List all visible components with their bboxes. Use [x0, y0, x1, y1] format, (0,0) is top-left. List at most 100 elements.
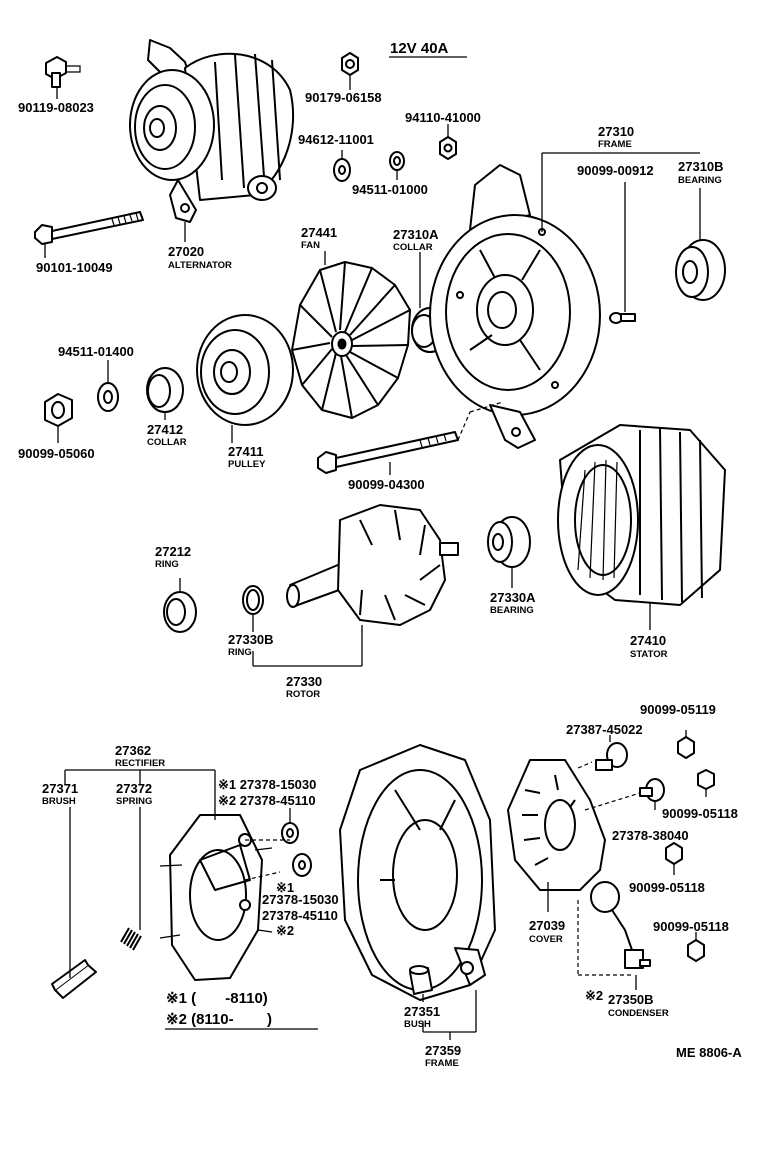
pulley-drawing — [196, 314, 294, 426]
bearing-27330a-drawing — [487, 516, 531, 568]
bush-27351-drawing — [409, 965, 433, 995]
insulator-27378-15030-drawing — [281, 822, 299, 844]
label-27212: 27212 — [155, 544, 191, 559]
cover-drawing — [507, 759, 606, 891]
label-94612-11001: 94612-11001 — [298, 132, 374, 147]
label-90099-00912: 90099-00912 — [577, 163, 654, 178]
label-27330a: 27330A — [490, 590, 536, 605]
label-27039: 27039 — [529, 918, 565, 933]
screw-90099-00912-drawing — [609, 312, 636, 324]
ring-27330b-drawing — [242, 585, 264, 615]
label-27411: 27411 — [228, 444, 263, 459]
legend-note-1: ※1 ( -8110) — [166, 990, 268, 1007]
bearing-27310b-drawing — [675, 239, 726, 301]
nut-90099-05118-a-drawing — [697, 769, 715, 790]
name-27330: ROTOR — [286, 689, 320, 700]
leader-lines — [44, 75, 707, 1040]
label-27310b: 27310B — [678, 159, 724, 174]
label-27441: 27441 — [301, 225, 337, 240]
label-27372: 27372 — [116, 781, 152, 796]
label-27371: 27371 — [42, 781, 78, 796]
name-27330b: RING — [228, 647, 252, 658]
rectifier-drawing — [159, 814, 273, 981]
label-90101-10049: 90101-10049 — [36, 260, 113, 275]
terminal-27387-45022-drawing — [595, 742, 628, 771]
rotor-drawing — [286, 504, 459, 626]
name-27359: FRAME — [425, 1058, 459, 1069]
label-27351: 27351 — [404, 1004, 440, 1019]
nut-90099-05118-b-drawing — [665, 842, 683, 865]
label-27330b: 27330B — [228, 632, 274, 647]
legend-note-2: ※2 (8110- ) — [166, 1011, 272, 1028]
label-27412: 27412 — [147, 422, 183, 437]
ring-27212-drawing — [163, 591, 197, 633]
label-27387-45022: 27387-45022 — [566, 722, 643, 737]
bolt-90119-08023-drawing — [45, 56, 81, 88]
insulator-27378-38040-drawing — [639, 778, 665, 802]
spring-drawing — [120, 927, 142, 951]
name-27039: COVER — [529, 934, 563, 945]
name-27350b: CONDENSER — [608, 1008, 669, 1019]
name-27410: STATOR — [630, 649, 668, 660]
label-90119-08023: 90119-08023 — [18, 100, 94, 115]
collar-27412-drawing — [146, 367, 184, 413]
nut-90099-05060-drawing — [44, 393, 73, 427]
label-27020: 27020 — [168, 244, 204, 259]
through-bolt-90101-10049-drawing — [34, 211, 144, 245]
name-27310b: BEARING — [678, 175, 722, 186]
name-27441: FAN — [301, 240, 320, 251]
label-27330: 27330 — [286, 674, 322, 689]
nut-90179-06158-drawing — [341, 52, 359, 76]
label-27378-45110-a: ※2 27378-45110 — [218, 793, 316, 808]
washer-94612-11001-drawing — [333, 158, 351, 182]
name-27371: BRUSH — [42, 796, 76, 807]
name-27351: BUSH — [404, 1019, 431, 1030]
diagram-reference: ME 8806-A — [676, 1045, 742, 1060]
alternator-assembly-drawing — [129, 39, 294, 223]
nut-90099-05119-drawing — [677, 736, 695, 759]
stator-drawing — [557, 424, 726, 606]
label-27410: 27410 — [630, 633, 666, 648]
label-27378-15030-b: 27378-15030 — [262, 892, 339, 907]
name-27412: COLLAR — [147, 437, 187, 448]
label-90099-05060: 90099-05060 — [18, 446, 95, 461]
label-90099-05118-a: 90099-05118 — [662, 806, 738, 821]
label-94511-01400: 94511-01400 — [58, 344, 134, 359]
spec-heading: 12V 40A — [390, 40, 449, 57]
mark-27378-45110-b: ※2 — [276, 923, 294, 938]
fan-drawing — [291, 261, 411, 419]
label-27310: 27310 — [598, 124, 634, 139]
label-90099-05119: 90099-05119 — [640, 702, 716, 717]
condenser-drawing — [590, 881, 651, 969]
label-90099-05118-b: 90099-05118 — [629, 880, 705, 895]
label-27378-38040: 27378-38040 — [612, 828, 689, 843]
drive-end-frame-drawing — [429, 164, 601, 449]
washer-94511-01000-drawing — [389, 151, 405, 171]
label-90099-05118-c: 90099-05118 — [653, 919, 729, 934]
insulator-27378-45110-drawing — [292, 853, 312, 877]
label-27378-15030-a: ※1 27378-15030 — [218, 777, 316, 792]
name-27020: ALTERNATOR — [168, 260, 232, 271]
name-27330a: BEARING — [490, 605, 534, 616]
label-94511-01000: 94511-01000 — [352, 182, 428, 197]
label-90179-06158: 90179-06158 — [305, 90, 382, 105]
name-27372: SPRING — [116, 796, 152, 807]
name-27362: RECTIFIER — [115, 758, 165, 769]
name-27411: PULLEY — [228, 459, 266, 470]
label-27359: 27359 — [425, 1043, 461, 1058]
label-90099-04300: 90099-04300 — [348, 477, 425, 492]
label-94110-41000: 94110-41000 — [405, 110, 481, 125]
label-27310a: 27310A — [393, 227, 439, 242]
mark-27378-15030-b: ※1 — [276, 880, 294, 895]
name-27212: RING — [155, 559, 179, 570]
nut-94110-41000-drawing — [439, 136, 457, 160]
label-27350b: 27350B — [608, 992, 654, 1007]
bolt-90099-04300-drawing — [317, 431, 459, 474]
name-27310a: COLLAR — [393, 242, 433, 253]
name-27310: FRAME — [598, 139, 632, 150]
nut-90099-05118-c-drawing — [687, 939, 705, 962]
washer-94511-01400-drawing — [97, 382, 119, 412]
mark-27350b: ※2 — [585, 988, 603, 1003]
label-27362: 27362 — [115, 743, 151, 758]
